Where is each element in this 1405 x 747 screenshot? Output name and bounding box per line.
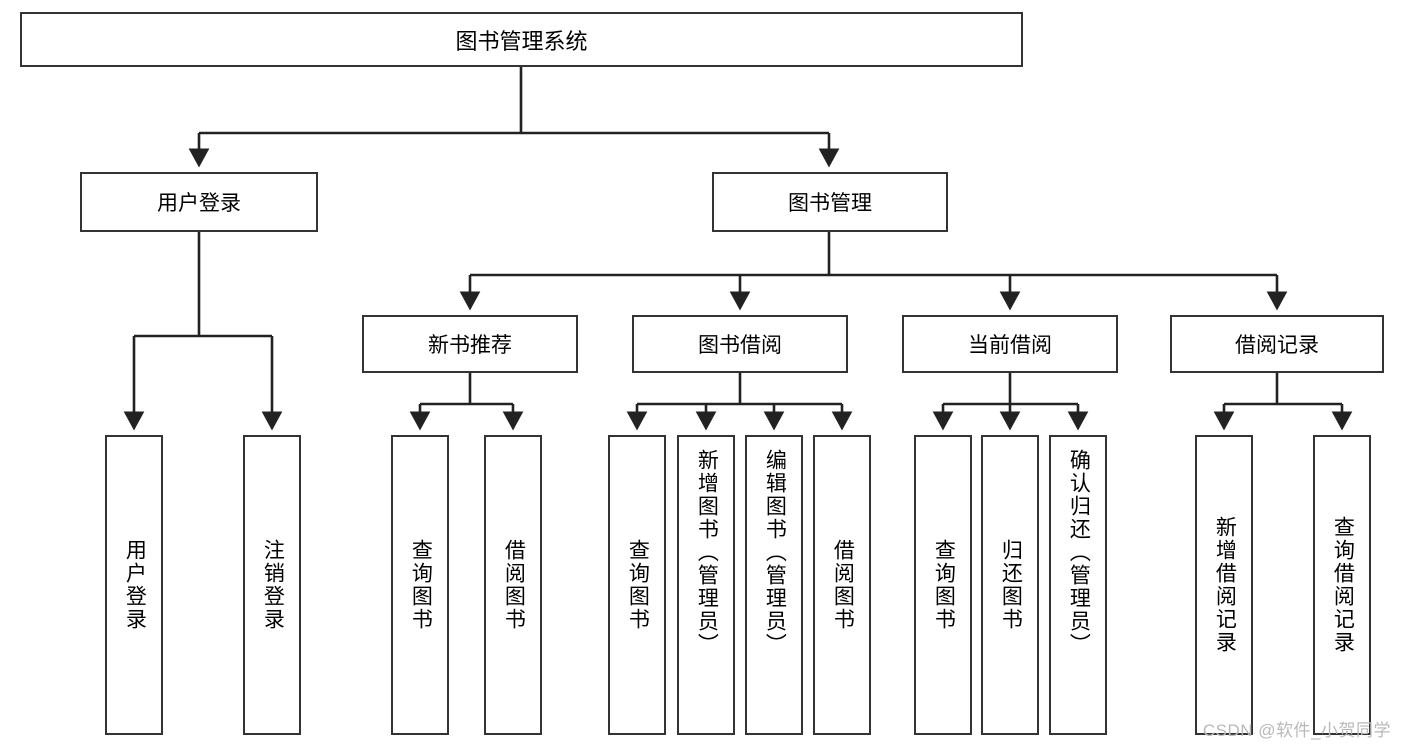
leaf-user-login-logout[interactable]: 注销登录 [243,435,301,735]
leaf-book-borrow-add-book-admin[interactable]: 新增图书（管理员） [677,435,735,735]
leaf-label: 查询图书 [626,539,650,631]
node-new-book-recommend[interactable]: 新书推荐 [362,315,578,373]
leaf-label: 查询借阅记录 [1331,516,1355,654]
leaf-label: 查询图书 [932,539,956,631]
leaf-user-login-login[interactable]: 用户登录 [105,435,163,735]
leaf-book-borrow-borrow-books[interactable]: 借阅图书 [813,435,871,735]
leaf-new-book-query-books[interactable]: 查询图书 [391,435,449,735]
node-current-borrow[interactable]: 当前借阅 [902,315,1118,373]
leaf-current-borrow-query-books[interactable]: 查询图书 [914,435,972,735]
leaf-borrow-record-add-record[interactable]: 新增借阅记录 [1195,435,1253,735]
leaf-label: 确认归还（管理员） [1067,449,1091,656]
leaf-label: 编辑图书（管理员） [763,449,787,656]
leaf-borrow-record-query-record[interactable]: 查询借阅记录 [1313,435,1371,735]
leaf-book-borrow-edit-book-admin[interactable]: 编辑图书（管理员） [745,435,803,735]
leaf-label: 用户登录 [123,539,147,631]
leaf-label: 新增借阅记录 [1213,516,1237,654]
node-book-management[interactable]: 图书管理 [712,172,948,232]
node-root-system[interactable]: 图书管理系统 [20,12,1023,67]
leaf-label: 注销登录 [261,539,285,631]
leaf-current-borrow-confirm-return-admin[interactable]: 确认归还（管理员） [1049,435,1107,735]
node-book-borrow[interactable]: 图书借阅 [632,315,848,373]
node-borrow-record[interactable]: 借阅记录 [1170,315,1384,373]
leaf-new-book-borrow-books[interactable]: 借阅图书 [484,435,542,735]
leaf-label: 借阅图书 [502,539,526,631]
leaf-book-borrow-query-books[interactable]: 查询图书 [608,435,666,735]
leaf-label: 查询图书 [409,539,433,631]
node-user-login[interactable]: 用户登录 [80,172,318,232]
leaf-label: 新增图书（管理员） [695,449,719,656]
leaf-current-borrow-return-books[interactable]: 归还图书 [981,435,1039,735]
leaf-label: 归还图书 [999,539,1023,631]
leaf-label: 借阅图书 [831,539,855,631]
